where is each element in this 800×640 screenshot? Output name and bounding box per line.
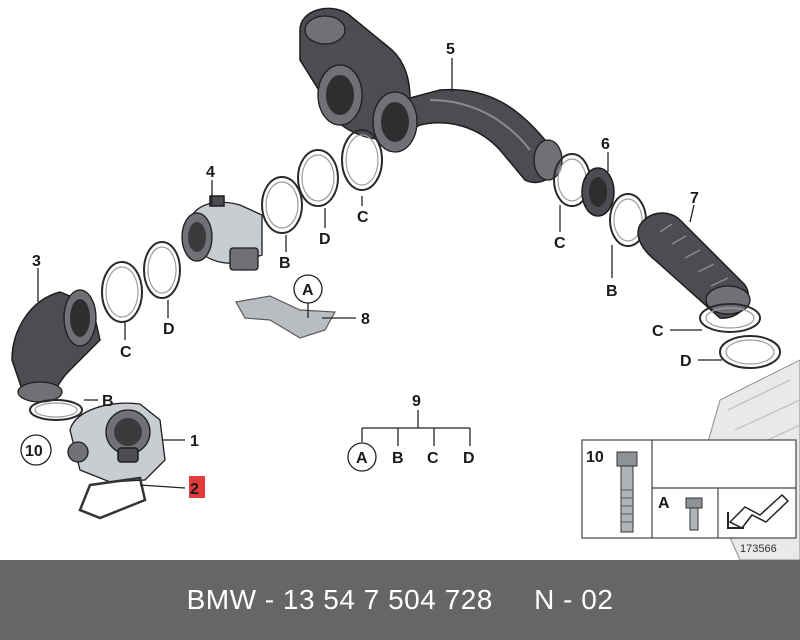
kit-a: A [356, 450, 368, 467]
bracket-part-8 [235, 295, 336, 339]
hardware-screw-label: A [658, 495, 670, 512]
kit-c: C [427, 450, 439, 467]
elbow-part-3 [11, 289, 101, 403]
hardware-box [581, 439, 797, 539]
parts-diagram: 5 4 3 1 6 7 8 2 10 B C D B D C C B C D A… [11, 7, 800, 560]
callout-8: 8 [361, 311, 370, 328]
callout-6: 6 [601, 136, 610, 153]
kit-b: B [392, 450, 404, 467]
bolt-icon [616, 451, 638, 467]
throttle-body-part-1 [67, 402, 166, 483]
callout-1: 1 [190, 433, 199, 450]
gasket-part-2 [78, 476, 147, 520]
letter-c-right: C [554, 235, 566, 252]
clamp-c-upper [341, 129, 383, 191]
letter-a-circle [293, 274, 323, 304]
letter-a-bracket: A [302, 282, 314, 299]
letter-b-right: B [606, 283, 618, 300]
callout-7: 7 [690, 190, 699, 207]
letter-b-throttle: B [102, 393, 114, 410]
clamp-d-upper [297, 149, 339, 207]
connector-part-6 [581, 167, 615, 217]
letter-c-meter: C [357, 209, 369, 226]
bellows-hose-part-7 [637, 212, 751, 319]
letter-d-lower-right: D [680, 353, 692, 370]
letter-c-lower-right: C [652, 323, 664, 340]
air-mass-meter-part-4 [181, 195, 263, 271]
letter-b-meter: B [279, 255, 291, 272]
kit-d: D [463, 450, 475, 467]
direction-arrow-icon [728, 493, 790, 529]
clamp-c-lower-right [699, 303, 761, 333]
letter-d-elbow: D [163, 321, 175, 338]
screw-icon [685, 497, 703, 509]
part-number-footer: BMW - 13 54 7 504 728 N - 02 [0, 560, 800, 640]
clamp-b-meter [261, 176, 303, 234]
letter-d-meter: D [319, 231, 331, 248]
callout-2: 2 [190, 481, 199, 498]
clamp-c-meter [101, 261, 143, 323]
callout-3: 3 [32, 253, 41, 270]
part-number-text: BMW - 13 54 7 504 728 N - 02 [186, 584, 614, 615]
kit-tree [347, 410, 471, 472]
highlight-marker [189, 476, 205, 498]
intake-pipe-part-5 [299, 7, 563, 184]
clamp-d-meter [143, 241, 181, 299]
clamp-b-throttle [29, 399, 83, 421]
letter-c-elbow: C [120, 344, 132, 361]
callout-10-circle [20, 434, 52, 466]
clamp-d-lower-right [719, 335, 781, 369]
callout-4: 4 [206, 164, 215, 181]
callout-10: 10 [25, 443, 43, 460]
callout-5: 5 [446, 41, 455, 58]
kit-a-circle [347, 442, 377, 472]
image-number: 173566 [740, 543, 777, 555]
hardware-bolt-label: 10 [586, 449, 604, 466]
callout-lines [37, 58, 722, 489]
kit-root-9: 9 [412, 393, 421, 410]
